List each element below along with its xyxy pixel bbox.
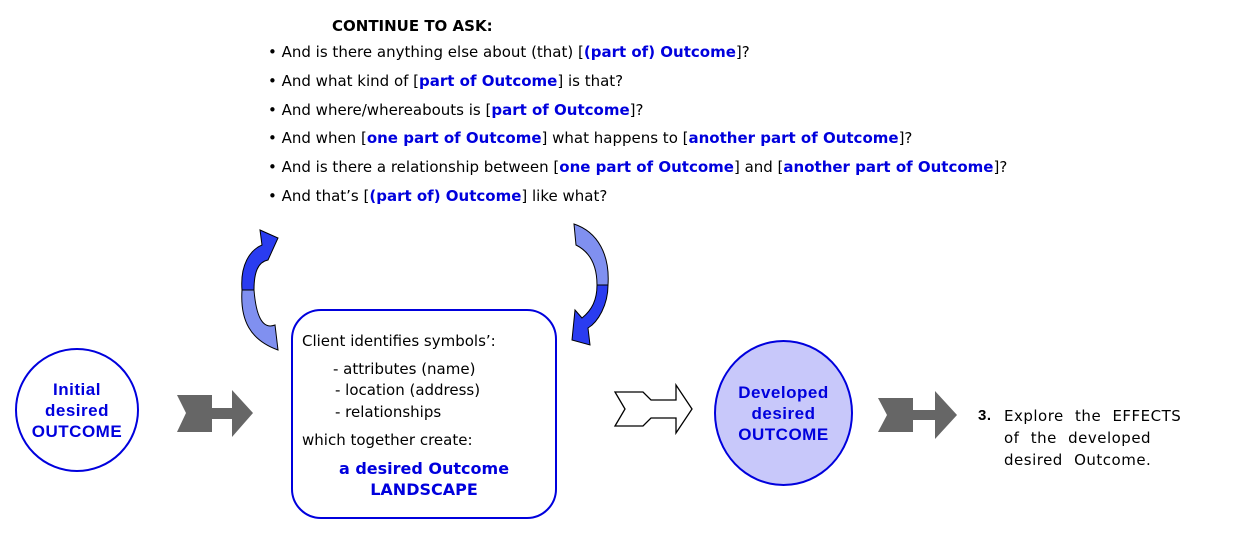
question-item: • And is there anything else about (that… — [268, 43, 750, 61]
question-item: • And what kind of [part of Outcome] is … — [268, 72, 624, 90]
box-together: which together create: — [302, 431, 473, 449]
step-number: 3. — [978, 407, 992, 424]
curved-arrow-down-icon — [571, 223, 609, 346]
box-intro: Client identifies symbols’: — [302, 332, 496, 350]
step3-line: Explore the EFFECTS — [1004, 407, 1182, 425]
gray-arrow-icon — [878, 391, 957, 439]
question-item: • And that’s [(part of) Outcome] like wh… — [268, 187, 608, 205]
box-result-line1: a desired Outcome — [338, 459, 510, 478]
landscape-box: Client identifies symbols’: - attributes… — [291, 309, 557, 519]
question-item: • And where/whereabouts is [part of Outc… — [268, 101, 644, 119]
box-item: - attributes (name) — [333, 360, 476, 378]
gray-arrow-icon — [177, 390, 253, 437]
step3-line: of the developed — [1004, 429, 1152, 447]
question-item: • And is there a relationship between [o… — [268, 158, 1008, 176]
box-result-line2: LANDSCAPE — [370, 480, 478, 499]
box-item: - relationships — [335, 403, 442, 421]
curved-arrow-up-icon — [241, 229, 279, 351]
step3-text: 3. Explore the EFFECTS of the developed … — [978, 405, 1181, 471]
outline-arrow-icon — [613, 382, 693, 436]
continue-to-ask-heading: CONTINUE TO ASK: — [332, 17, 493, 35]
step3-line: desired Outcome. — [1004, 451, 1152, 469]
box-item: - location (address) — [335, 381, 481, 399]
question-item: • And when [one part of Outcome] what ha… — [268, 129, 913, 147]
